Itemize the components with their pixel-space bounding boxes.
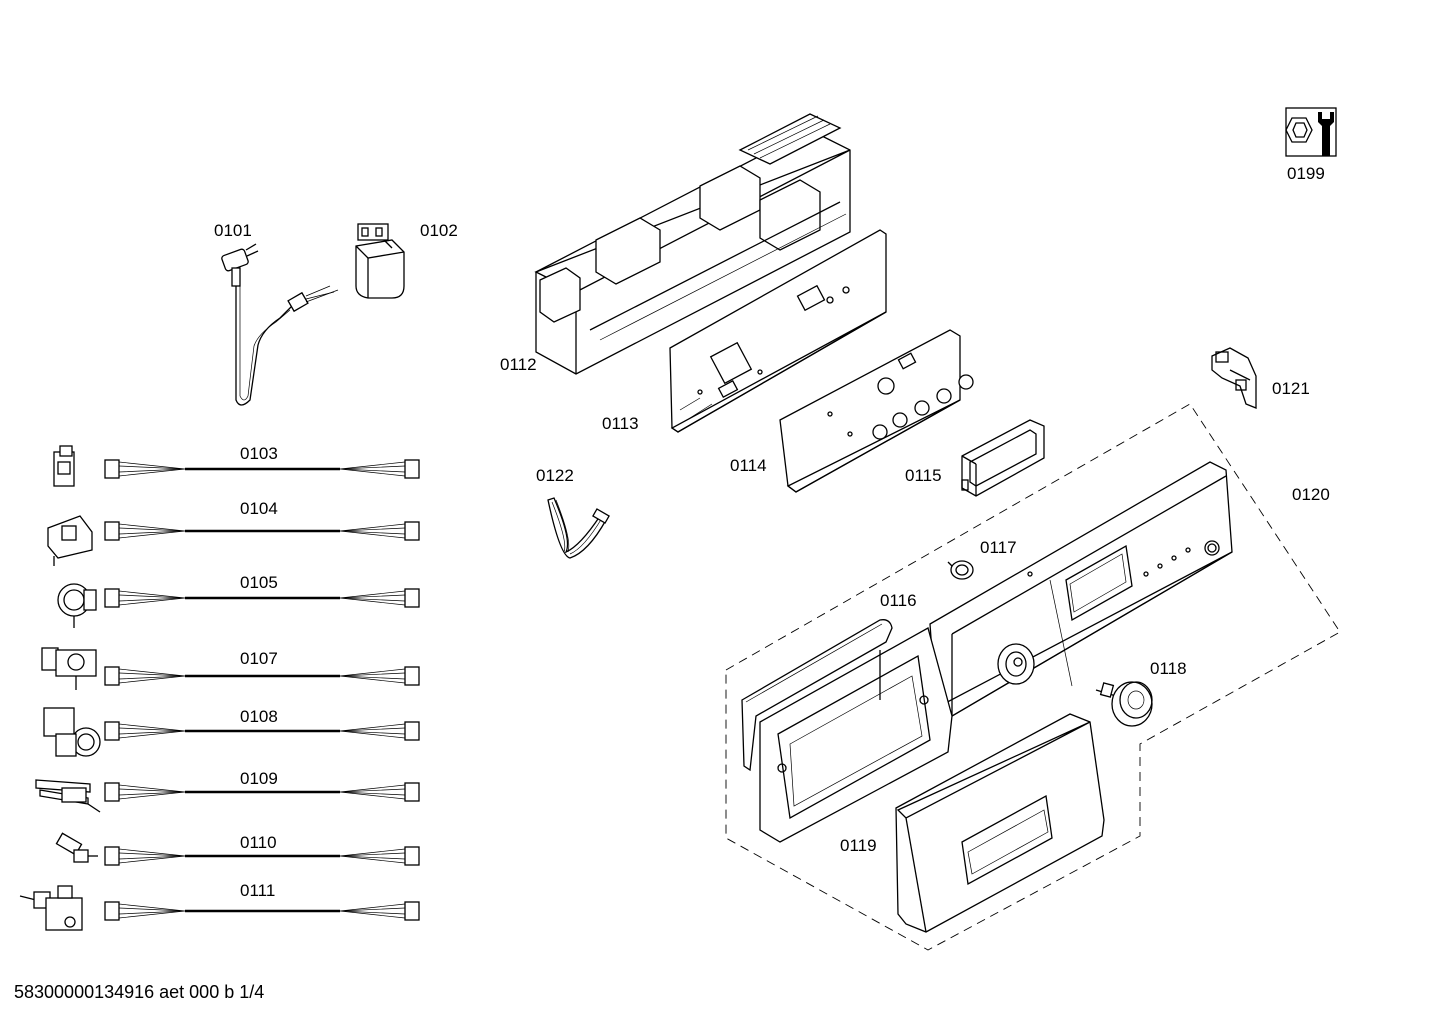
- part-label-0103: 0103: [240, 444, 278, 463]
- part-label-0119: 0119: [840, 836, 877, 855]
- mounting-bracket: [1211, 347, 1257, 409]
- rotary-knob: [1095, 681, 1153, 727]
- power-cord: [221, 243, 339, 406]
- part-label-0112: 0112: [500, 355, 537, 374]
- fascia-panel: [725, 403, 1341, 951]
- part-label-0118: 0118: [1150, 659, 1187, 678]
- part-label-0108: 0108: [240, 707, 278, 726]
- gasket-seal: [741, 619, 893, 772]
- part-label-0116: 0116: [880, 591, 917, 610]
- part-label-0111: 0111: [240, 881, 275, 900]
- part-label-0113: 0113: [602, 414, 639, 433]
- document-code: 58300000134916 aet 000 b 1/4: [14, 982, 264, 1002]
- lcd-display-module: [961, 419, 1045, 497]
- part-label-0104: 0104: [240, 499, 278, 518]
- part-label-0121: 0121: [1272, 379, 1310, 398]
- suppressor-filter: [355, 223, 405, 299]
- part-label-0101: 0101: [214, 221, 252, 240]
- harness-row-0109: [35, 779, 420, 813]
- part-label-0115: 0115: [905, 466, 942, 485]
- part-label-0114: 0114: [730, 456, 767, 475]
- part-label-0105: 0105: [240, 573, 278, 592]
- part-label-0199: 0199: [1287, 164, 1325, 183]
- harness-row-0110: [55, 832, 420, 866]
- harness-row-0111: [19, 885, 420, 931]
- display-board: [779, 329, 974, 493]
- detergent-drawer-front: [895, 713, 1105, 933]
- part-label-0122: 0122: [536, 466, 574, 485]
- part-label-0110: 0110: [240, 833, 277, 852]
- harness-row-0107: [41, 647, 420, 690]
- main-circuit-board: [669, 229, 887, 433]
- part-label-0117: 0117: [980, 538, 1017, 557]
- harness-row-0108: [43, 707, 420, 757]
- part-label-0102: 0102: [420, 221, 458, 240]
- control-frame: [534, 113, 851, 375]
- program-button-cap: [947, 560, 974, 580]
- wrench-nut-icon: [1285, 107, 1337, 157]
- part-label-0107: 0107: [240, 649, 278, 668]
- harness-row-0105: [57, 583, 420, 628]
- harness-row-0104: [47, 515, 420, 566]
- part-label-0120: 0120: [1292, 485, 1330, 504]
- harness-row-0103: [53, 445, 420, 487]
- ribbon-cable: [547, 497, 610, 559]
- part-label-0109: 0109: [240, 769, 278, 788]
